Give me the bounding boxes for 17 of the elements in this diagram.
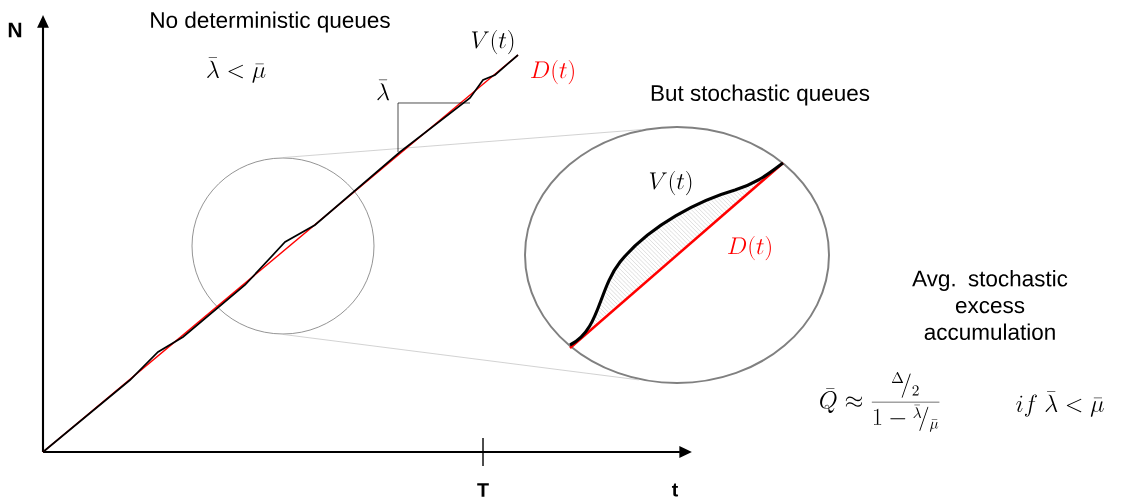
condition-formula: $if\ \bar{\lambda} < \bar{\mu}$ [1016,391,1104,417]
zoom-line [282,334,640,381]
zoom-line [282,129,642,158]
slope-label: $\bar{\lambda}$ [377,79,390,101]
heading-text: But stochastic queues [651,84,870,106]
curve-label: $V(t)$ [649,170,692,196]
axis-label: t [671,483,679,497]
curve-label: $V(t)$ [471,29,514,55]
axis-label: T [477,483,489,497]
curve-label: $D(t)$ [728,235,771,261]
note-text: Avg. stochastic excess accumulation [912,270,1068,340]
queue-formula: $\bar{Q} \approx \frac{{}^{\Delta}\!/_{2}}{1-{}^{\bar{\lambda}}\!/_{\bar{\mu}}}$ [820,371,940,432]
axis-label: N [8,22,22,38]
zoom-circle [191,157,375,335]
heading-text: No deterministic queues [151,11,390,33]
curve-label: $D(t)$ [531,59,574,85]
condition-formula: $\bar{\lambda} < \bar{\mu}$ [207,57,266,83]
